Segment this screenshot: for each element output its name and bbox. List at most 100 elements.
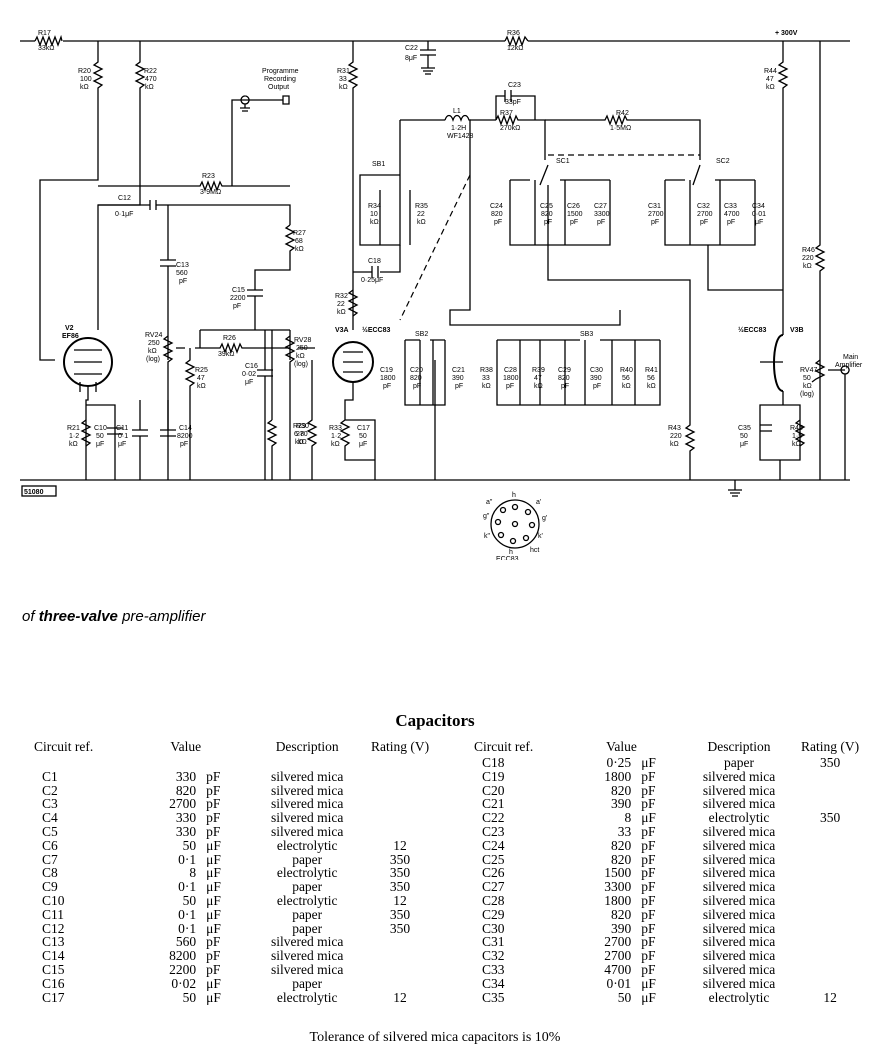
schematic-label-v2: V2 [65,325,74,332]
table-header-row: Circuit ref. Value Description Rating (V… [20,740,430,756]
cell-value: 50 [182,892,197,908]
schematic-label-r41v2: kΩ [647,383,656,390]
schematic-label-sc1: SC1 [556,158,570,165]
schematic-label-ecc83b: ½ECC83 [738,326,767,334]
cell-unit: pF [206,810,221,826]
cell-ref: C12 [42,920,65,936]
schematic-label-c16v1: 0·02 [242,371,256,378]
cell-rating [370,949,430,963]
schematic-label-r27v2: kΩ [295,246,304,253]
cell-unit: pF [206,796,221,812]
spacer-cell [20,756,430,770]
header-value: Value [606,739,637,754]
schematic-label-pin-k1: k' [538,533,543,540]
cell-description: silvered mica [702,906,776,922]
schematic-label-r46: R46 [802,247,815,254]
cell-ref: C28 [482,892,505,908]
cell-ref: C10 [42,892,65,908]
schematic-label-c11v1: 0·1 [118,433,128,440]
cell-description: silvered mica [702,879,776,895]
schematic-label-r37: R37 [500,110,513,117]
cell-unit: pF [641,782,656,798]
schematic-label-ecc83a: ½ECC83 [362,326,391,334]
schematic-label-r20v1: 100 [80,76,92,83]
cell-rating: 350 [389,879,411,895]
schematic-label-v2t: EF86 [62,333,79,340]
cell-ref: C24 [482,837,505,853]
schematic-label-r32v2: kΩ [337,309,346,316]
schematic-label-r46v1: 220 [802,255,814,262]
schematic-label-c25v1: 820 [541,211,553,218]
schematic-label-sb1: SB1 [372,161,385,168]
header-rating: Rating (V) [801,739,860,754]
schematic-label-r36v: 12kΩ [507,45,524,52]
cell-description: silvered mica [271,823,344,839]
cell-rating [800,853,860,867]
schematic-label-rv24v2: kΩ [148,348,157,355]
schematic-label-c20v1: 820 [410,375,422,382]
cell-ref: C11 [42,906,65,922]
schematic-label-c19v1: 1800 [380,375,396,382]
cell-description: paper [292,975,323,991]
schematic-label-r25: R25 [195,367,208,374]
schematic-label-v3b: V3B [790,327,804,334]
schematic-label-c10v2: μF [96,441,104,448]
schematic-label-c21v1: 390 [452,375,464,382]
cell-unit: pF [641,768,656,784]
schematic-label-r44v1: 47 [766,76,774,83]
cell-description: silvered mica [702,934,776,950]
schematic-label-r33v2: kΩ [331,441,340,448]
schematic-label-r17v: 33kΩ [38,45,55,52]
schematic-label-c16: C16 [245,363,258,370]
cell-rating [800,908,860,922]
cell-unit: pF [641,906,656,922]
cell-ref: C3 [42,796,58,812]
schematic-label-r34: R34 [368,203,381,210]
cell-unit: pF [641,961,656,977]
schematic-label-r42: R42 [616,110,629,117]
schematic-label-c12v: 0·1μF [115,211,133,218]
cell-rating [800,825,860,839]
schematic-label-r21v1: 1·2 [69,433,79,440]
schematic-label-c15v2: pF [233,303,241,310]
cell-value: 8 [189,865,197,881]
schematic-label-r35: R35 [415,203,428,210]
cell-ref: C6 [42,837,58,853]
schematic-label-r45v2: kΩ [792,441,801,448]
cell-unit: pF [206,768,221,784]
schematic-label-c13v1: 560 [176,270,188,277]
schematic-wiring [20,34,850,549]
cell-description: electrolytic [276,989,338,1005]
cell-description: silvered mica [702,796,776,812]
schematic-label-rv24v3: (log) [146,356,160,363]
schematic-label-rv28v3: (log) [294,361,308,368]
schematic-label-c34v1: 0·01 [752,211,766,218]
schematic-label-r29v2: kΩ [295,439,304,446]
schematic-label-c17: C17 [357,425,370,432]
schematic-label-r31: R31 [337,68,350,75]
schematic-label-base: ECC83 [496,556,519,560]
schematic-label-pin-hct: hct [530,547,539,554]
schematic-label-c24v1: 820 [491,211,503,218]
schematic-label-r33: R33 [329,425,342,432]
schematic-label-main1: Main [843,354,858,361]
cell-ref: C5 [42,823,58,839]
cell-rating [800,880,860,894]
cell-rating [800,894,860,908]
cell-ref: C35 [482,989,505,1005]
cell-rating [800,839,860,853]
schematic-label-c31v2: pF [651,219,659,226]
cell-ref: C32 [482,948,505,964]
cell-ref: C9 [42,879,58,895]
